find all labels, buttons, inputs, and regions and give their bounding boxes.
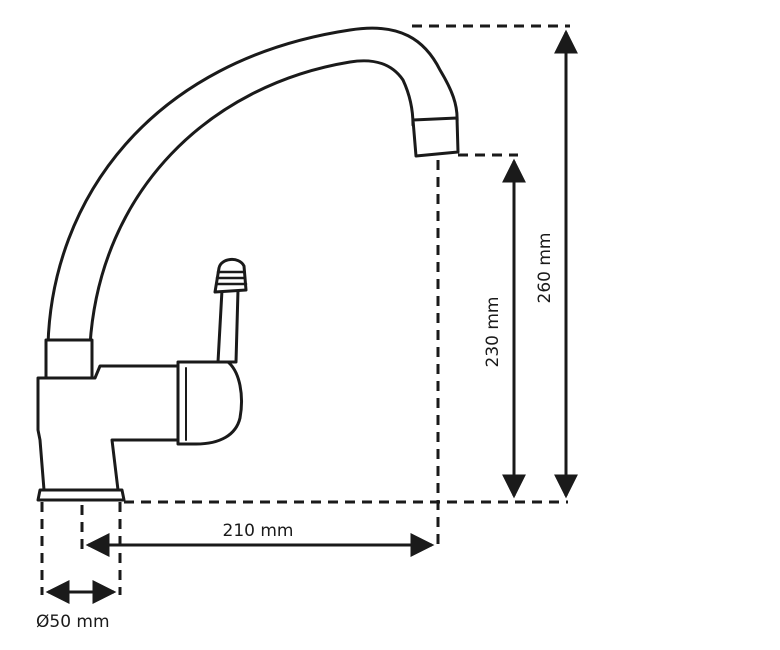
handle-housing [176,360,243,446]
spout-height-label: 260 mm [535,233,555,304]
lever-knob [213,258,248,294]
faucet-drawing [36,26,460,502]
spout-reach-label: 210 mm [223,521,294,541]
lever-stem [216,288,240,364]
base-diameter-label: Ø50 mm [36,612,110,632]
faucet-body [36,364,184,492]
spout-tip [411,116,460,158]
base-flange [36,488,126,502]
outlet-height-label: 230 mm [483,297,503,368]
extension-lines [40,24,570,595]
spout [46,26,459,347]
dimension-arrows [45,29,578,604]
spout-collar [44,338,94,380]
